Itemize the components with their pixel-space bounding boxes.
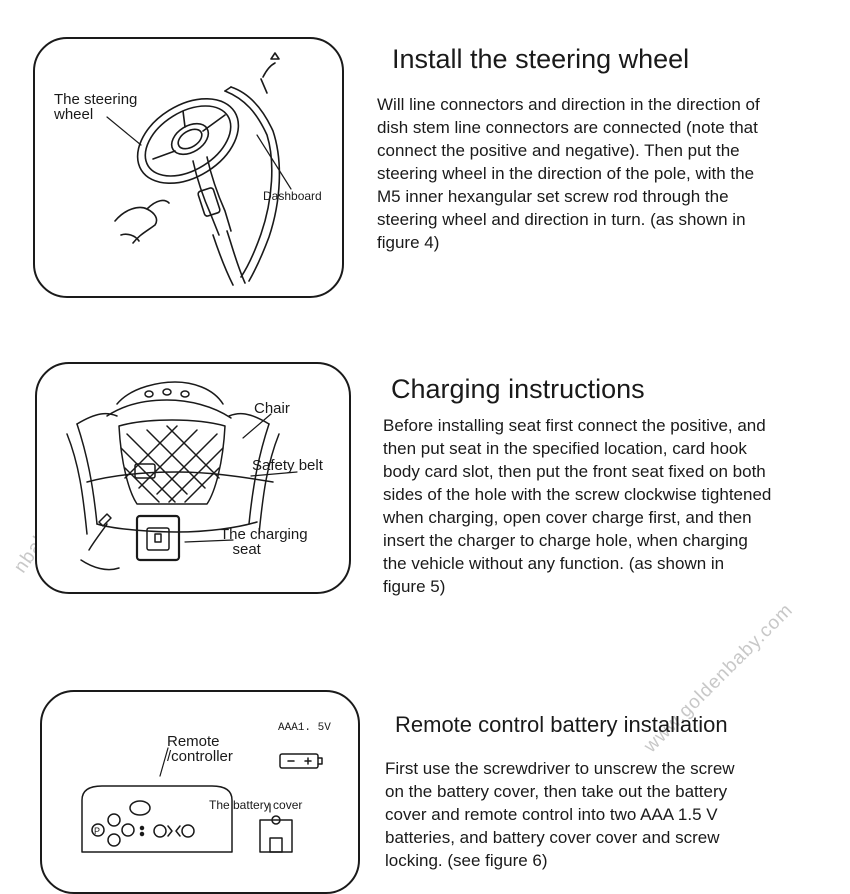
battery-type-label: AAA1. 5V (278, 722, 331, 734)
remote-illustration: P (81, 747, 323, 853)
remote-battery-figure: P Remote /controller AAA1. 5V The batter… (40, 690, 360, 894)
steering-wheel-illustration (106, 52, 292, 286)
section-title-steering: Install the steering wheel (392, 44, 690, 74)
steering-wheel-label: The steering wheel (54, 91, 138, 123)
section-body-charging: Before installing seat first connect the… (383, 416, 772, 596)
section-title-remote: Remote control battery installation (395, 712, 728, 737)
battery-cover-label: The battery cover (209, 798, 303, 812)
charging-seat-label: The charging seat (220, 526, 308, 558)
seat-illustration (66, 381, 298, 571)
svg-text:P: P (94, 826, 100, 836)
dashboard-label: Dashboard (263, 189, 322, 203)
remote-controller-label: Remote /controller (167, 733, 233, 765)
section-title-charging: Charging instructions (391, 374, 645, 404)
chair-label: Chair (254, 400, 290, 417)
section-body-remote: First use the screwdriver to unscrew the… (385, 759, 735, 870)
safety-belt-label: Safety belt (252, 457, 323, 474)
steering-wheel-figure: The steering wheel Dashboard (33, 37, 344, 298)
section-body-steering: Will line connectors and direction in th… (377, 95, 760, 252)
charging-figure: Chair Safety belt The charging seat (35, 362, 351, 594)
